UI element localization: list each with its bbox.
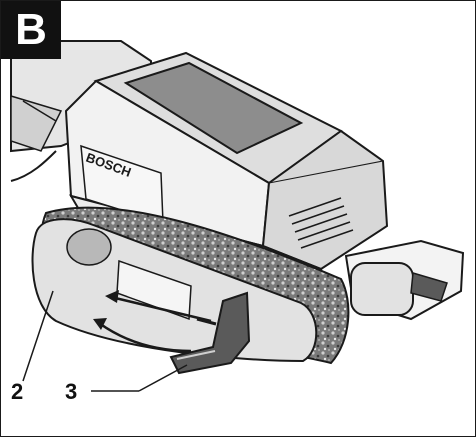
callout-label-2: 2: [11, 379, 24, 404]
front-handle: [344, 239, 465, 321]
vent-grille: [288, 197, 354, 249]
small-arrow-mark: [196, 317, 217, 326]
figure-letter: B: [1, 1, 61, 59]
callout-label-3: 3: [65, 379, 78, 404]
arrow-icon: [93, 318, 192, 353]
plate-window: [116, 259, 192, 321]
top-panel: [123, 61, 304, 155]
leader-line-3b: [138, 364, 188, 392]
arrow-icon: [105, 290, 212, 323]
leader-line-2: [22, 290, 54, 382]
belt-tension-lever: [169, 291, 251, 375]
roller-end: [66, 228, 112, 266]
